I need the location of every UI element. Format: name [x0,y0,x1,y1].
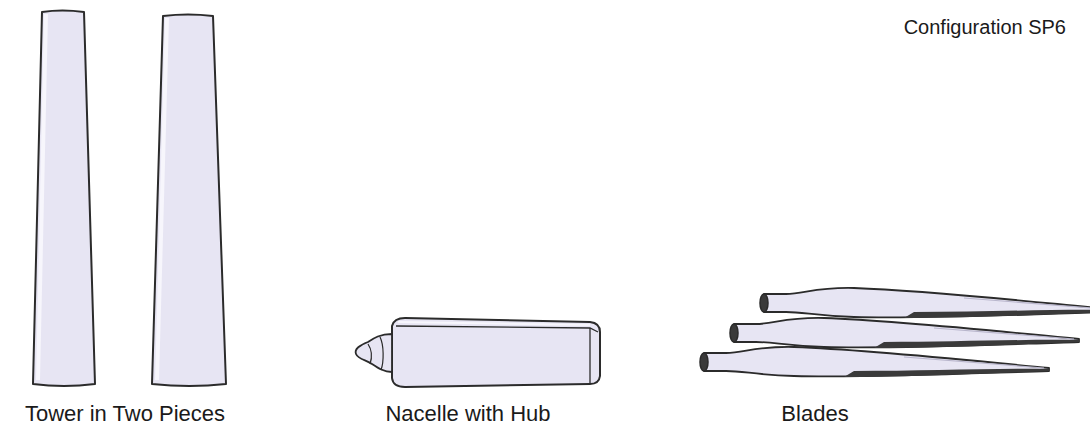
rotor-blade [730,318,1079,348]
part-caption: Blades [781,401,848,426]
tower-section [33,11,95,387]
part-caption: Tower in Two Pieces [25,401,225,426]
rotor-blade [760,288,1090,318]
rotor-blade [700,347,1049,377]
part-caption: Nacelle with Hub [385,401,550,426]
diagram-title: Configuration SP6 [904,16,1066,39]
tower-highlight [38,14,46,380]
tower-highlight [157,18,167,380]
nacelle-with-hub [356,318,600,387]
tower-section [152,15,226,387]
